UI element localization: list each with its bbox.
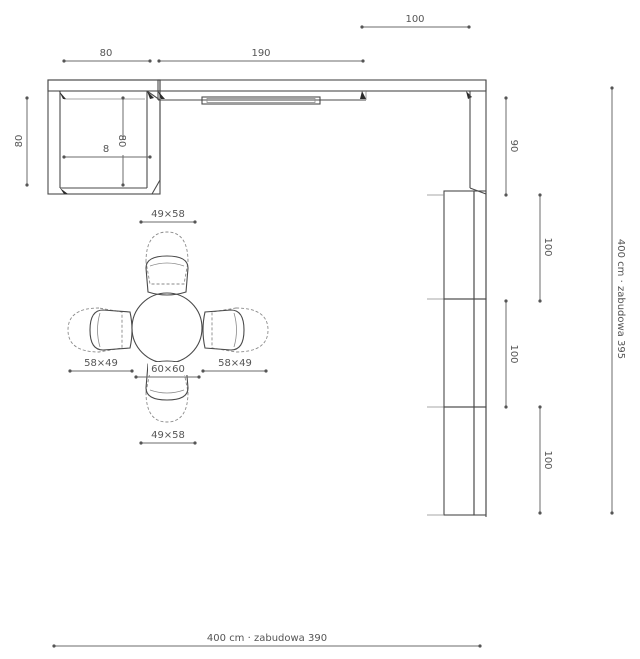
dimension-label: 190 bbox=[251, 48, 270, 59]
dimension-label: 80 bbox=[100, 48, 113, 59]
dimension-table: 60×60 bbox=[134, 362, 201, 379]
dimension-right-100-c: 100 bbox=[538, 405, 555, 515]
dimension-left-80: 80 bbox=[12, 96, 29, 187]
dimension-label: 58×49 bbox=[218, 358, 252, 369]
dimension-label: 8 bbox=[103, 144, 109, 155]
chair-top bbox=[145, 231, 189, 296]
sofa-module-2 bbox=[427, 298, 487, 408]
corner-cabinet bbox=[47, 79, 161, 195]
dimension-top-chair: 49×58 bbox=[139, 207, 197, 224]
dimension-label: 100 bbox=[542, 237, 553, 256]
dimension-label: 58×49 bbox=[84, 358, 118, 369]
dimension-label: 400 cm · zabudowa 395 bbox=[615, 239, 626, 359]
dimension-bottom-chair: 49×58 bbox=[139, 428, 197, 445]
dimension-label: 100 bbox=[508, 344, 519, 363]
dimension-label: 49×58 bbox=[151, 209, 185, 220]
sofa-module-3 bbox=[427, 406, 487, 516]
dimension-top-190: 190 bbox=[157, 46, 365, 63]
dimension-label: 80 bbox=[14, 135, 25, 148]
dimension-label: 60×60 bbox=[151, 364, 185, 375]
dimension-inner-80: 8 80 bbox=[62, 96, 152, 187]
sofa-module-1 bbox=[427, 190, 487, 300]
dimension-left-chair: 58×49 bbox=[68, 356, 134, 373]
dimension-right-chair: 58×49 bbox=[201, 356, 268, 373]
dimension-label: 49×58 bbox=[151, 430, 185, 441]
chair-right bbox=[202, 307, 269, 353]
dimension-top-right-100: 100 bbox=[360, 12, 471, 29]
dimension-top-80: 80 bbox=[62, 46, 152, 63]
dimension-right-total: 400 cm · zabudowa 395 bbox=[610, 86, 628, 515]
dimension-label: 100 bbox=[542, 450, 553, 469]
dimension-right-100-a: 100 bbox=[538, 193, 555, 303]
dimension-label: 100 bbox=[405, 14, 424, 25]
dining-table bbox=[131, 292, 203, 364]
dimension-right-100-b: 100 bbox=[504, 299, 521, 409]
dimension-label: 400 cm · zabudowa 390 bbox=[207, 633, 327, 644]
chair-bottom bbox=[145, 360, 189, 423]
dimension-bottom-total: 400 cm · zabudowa 390 bbox=[52, 630, 482, 648]
chair-left bbox=[67, 307, 133, 353]
dimension-label: 90 bbox=[508, 140, 519, 153]
cooktop bbox=[201, 96, 321, 105]
dimension-label: 80 bbox=[116, 135, 127, 148]
dimension-right-90: 90 bbox=[504, 96, 521, 197]
